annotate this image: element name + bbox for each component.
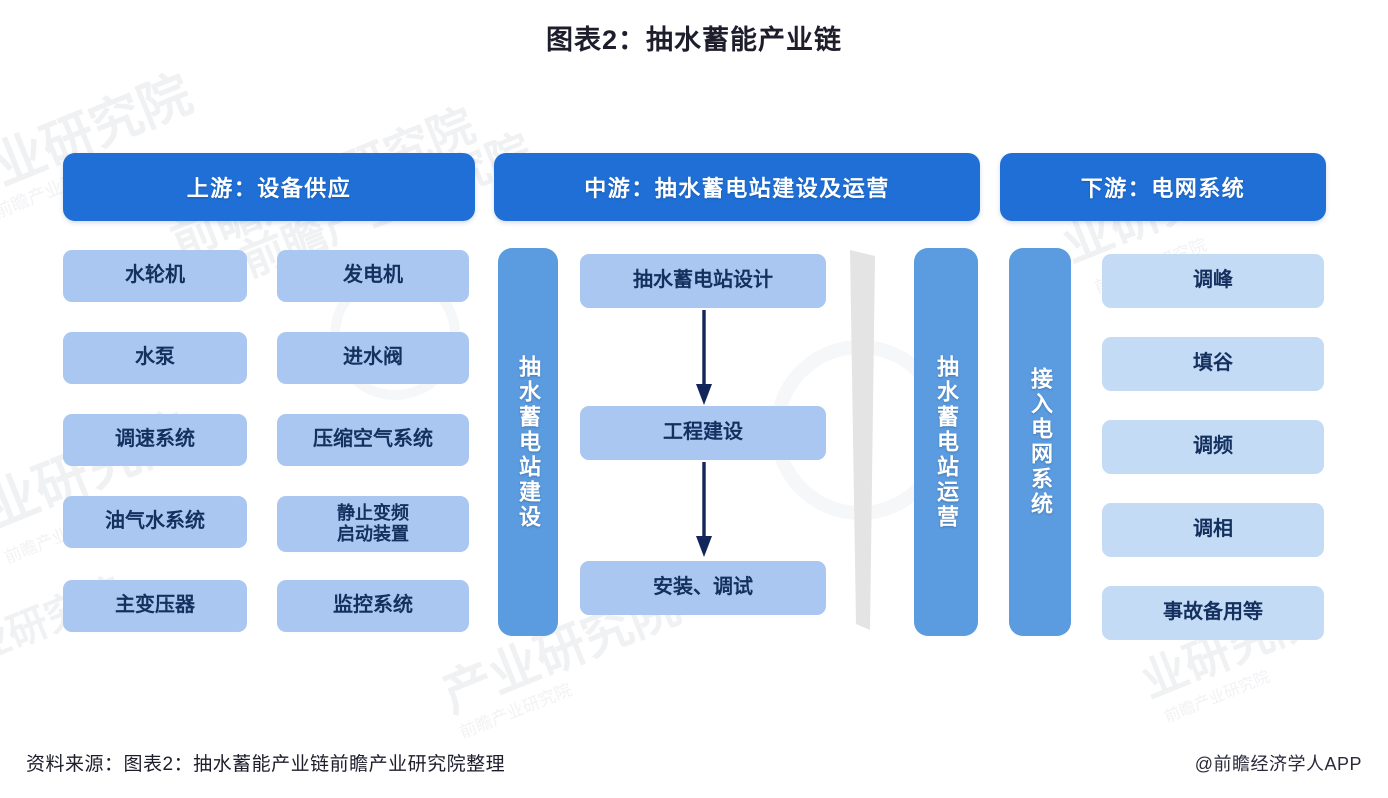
watermark-text: 前瞻产业研究院 [1162, 668, 1273, 727]
upstream-header[interactable]: 上游：设备供应 [63, 153, 475, 221]
upstream-item-oil-gas-water-system[interactable]: 油气水系统 [63, 496, 247, 548]
upstream-item-water-turbine[interactable]: 水轮机 [63, 250, 247, 302]
upstream-item-static-frequency-converter[interactable]: 静止变频 启动装置 [277, 496, 469, 552]
midstream-construction-bar[interactable]: 抽水蓄电站建设 [498, 248, 558, 636]
downstream-item-valley-filling[interactable]: 填谷 [1102, 337, 1324, 391]
upstream-item-compressed-air-system[interactable]: 压缩空气系统 [277, 414, 469, 466]
upstream-item-governor-system[interactable]: 调速系统 [63, 414, 247, 466]
page-title: 图表2：抽水蓄能产业链 [545, 25, 843, 55]
downstream-header[interactable]: 下游：电网系统 [1000, 153, 1326, 221]
downstream-item-peak-shaving[interactable]: 调峰 [1102, 254, 1324, 308]
midstream-flow-design[interactable]: 抽水蓄电站设计 [580, 254, 826, 308]
flow-arrow-down [696, 310, 712, 405]
upstream-item-inlet-valve[interactable]: 进水阀 [277, 332, 469, 384]
midstream-flow-construction[interactable]: 工程建设 [580, 406, 826, 460]
upstream-item-generator[interactable]: 发电机 [277, 250, 469, 302]
source-note: 资料来源：图表2：抽水蓄能产业链前瞻产业研究院整理 [26, 754, 506, 775]
downstream-grid-connection-bar[interactable]: 接入电网系统 [1009, 248, 1071, 636]
downstream-item-emergency-reserve[interactable]: 事故备用等 [1102, 586, 1324, 640]
upstream-item-main-transformer[interactable]: 主变压器 [63, 580, 247, 632]
downstream-item-phase-regulation[interactable]: 调相 [1102, 503, 1324, 557]
watermark-text: 前瞻产业研究院 [456, 680, 575, 743]
upstream-item-water-pump[interactable]: 水泵 [63, 332, 247, 384]
upstream-item-monitoring-system[interactable]: 监控系统 [277, 580, 469, 632]
app-credit: @前瞻经济学人APP [1194, 754, 1362, 774]
flow-arrow-down [696, 462, 712, 557]
downstream-item-frequency-regulation[interactable]: 调频 [1102, 420, 1324, 474]
midstream-flow-install-commission[interactable]: 安装、调试 [580, 561, 826, 615]
midstream-header[interactable]: 中游：抽水蓄电站建设及运营 [494, 153, 980, 221]
section-divider [850, 250, 875, 630]
midstream-operation-bar[interactable]: 抽水蓄电站运营 [914, 248, 978, 636]
